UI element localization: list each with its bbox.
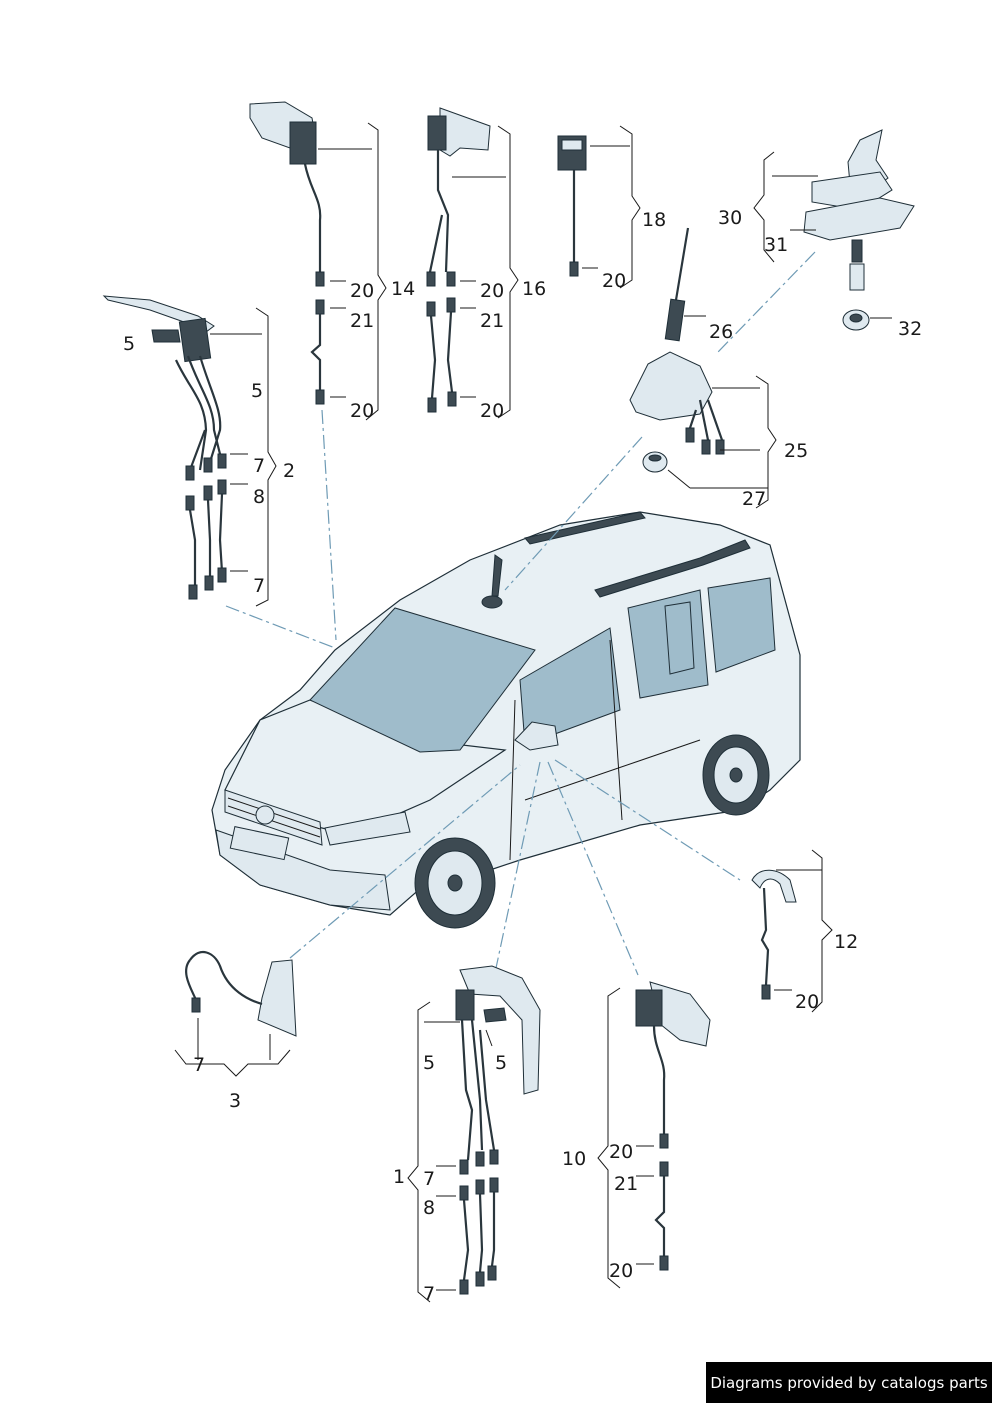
callout-2: 2 (283, 460, 296, 482)
callout-31: 31 (764, 234, 789, 256)
leader-lines (225, 251, 816, 976)
callout-32: 32 (898, 318, 923, 340)
callout-5: 5 (423, 1052, 436, 1074)
callout-7: 7 (253, 455, 266, 477)
callout-7: 7 (423, 1283, 436, 1305)
callout-27: 27 (742, 488, 767, 510)
part-group-25 (629, 227, 777, 509)
part-group-3 (174, 950, 297, 1077)
callout-7: 7 (253, 575, 266, 597)
callout-1: 1 (393, 1166, 406, 1188)
callout-21: 21 (480, 310, 505, 332)
part-group-14 (249, 101, 387, 421)
callout-8: 8 (423, 1197, 436, 1219)
callout-5: 5 (495, 1052, 508, 1074)
part-group-10 (597, 981, 711, 1289)
callout-20: 20 (602, 270, 627, 292)
callout-5: 5 (251, 380, 264, 402)
callout-18: 18 (642, 209, 667, 231)
callout-20: 20 (609, 1141, 634, 1163)
vehicle-illustration (211, 511, 801, 929)
callout-10: 10 (562, 1148, 587, 1170)
callout-14: 14 (391, 278, 416, 300)
callout-16: 16 (522, 278, 547, 300)
callout-7: 7 (423, 1168, 436, 1190)
callout-20: 20 (350, 280, 375, 302)
callout-21: 21 (350, 310, 375, 332)
callout-20: 20 (609, 1260, 634, 1282)
callout-20: 20 (480, 280, 505, 302)
callout-25: 25 (784, 440, 809, 462)
part-group-16 (426, 107, 519, 419)
callout-12: 12 (834, 931, 859, 953)
callout-5: 5 (123, 333, 136, 355)
callout-7: 7 (193, 1054, 206, 1076)
part-group-30 (753, 129, 915, 331)
callout-3: 3 (229, 1090, 242, 1112)
callout-20: 20 (480, 400, 505, 422)
part-group-18 (557, 125, 641, 289)
attribution-text: Diagrams provided by catalogs parts (710, 1373, 988, 1392)
callout-21: 21 (614, 1173, 639, 1195)
part-group-2 (102, 295, 277, 607)
part-group-1 (407, 965, 541, 1303)
callout-30: 30 (718, 207, 743, 229)
part-group-12 (751, 849, 833, 1013)
callout-8: 8 (253, 486, 266, 508)
attribution-banner: Diagrams provided by catalogs parts (706, 1362, 992, 1403)
callout-26: 26 (709, 321, 734, 343)
callout-20: 20 (350, 400, 375, 422)
callout-20: 20 (795, 991, 820, 1013)
